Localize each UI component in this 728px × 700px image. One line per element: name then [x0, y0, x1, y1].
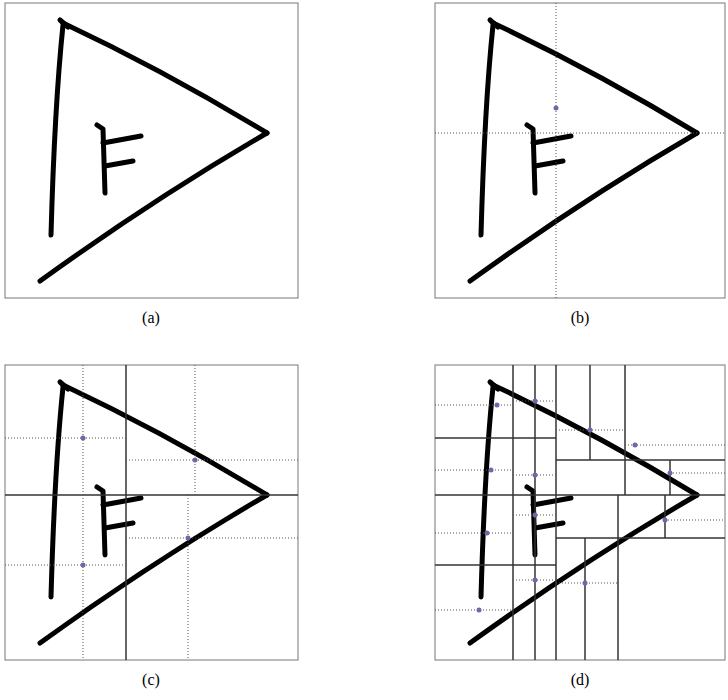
panel-b [435, 3, 725, 298]
panel-label: (d) [571, 671, 590, 689]
panel-d [435, 365, 725, 660]
panel-label: (b) [571, 309, 590, 327]
panel-label: (c) [142, 671, 160, 689]
panel-a [5, 3, 298, 298]
panel-c [5, 365, 298, 660]
panel-label: (a) [142, 309, 160, 327]
